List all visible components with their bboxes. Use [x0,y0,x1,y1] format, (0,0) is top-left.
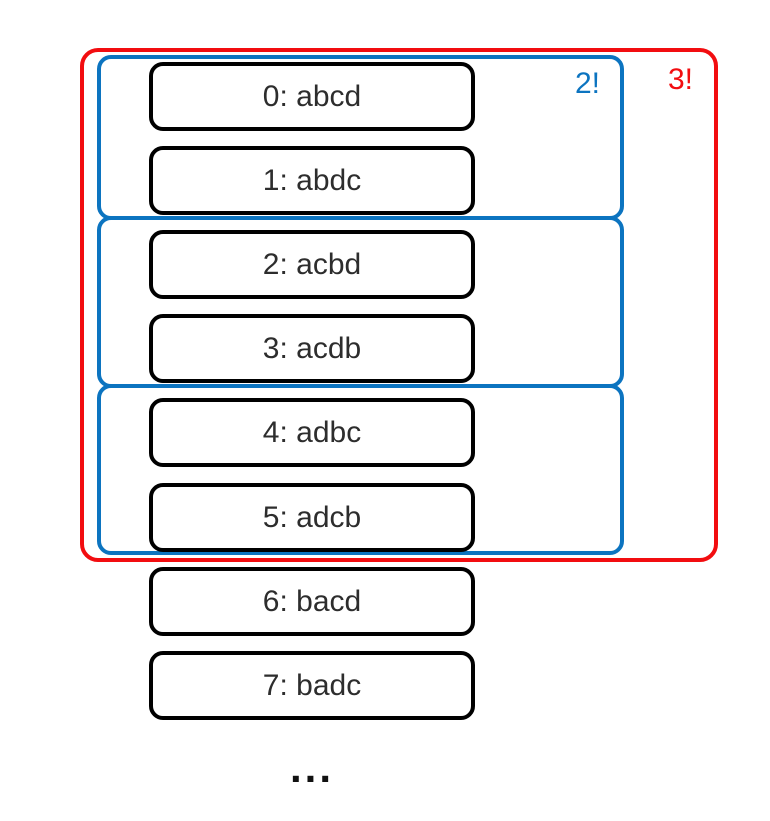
permutation-box-0: 0: abcd [149,62,475,131]
permutation-box-7: 7: badc [149,651,475,720]
permutation-box-4: 4: adbc [149,398,475,467]
permutation-box-5: 5: adcb [149,483,475,552]
more-permutations-ellipsis: ... [289,744,334,791]
outer-group-label: 3! [667,63,693,96]
inner-group-label: 2! [574,67,600,100]
permutation-box-3: 3: acdb [149,314,475,383]
inner-group-3 [97,384,624,555]
permutation-box-2: 2: acbd [149,230,475,299]
permutation-box-1: 1: abdc [149,146,475,215]
outer-group-3-factorial: 3! [80,48,718,562]
permutation-box-6: 6: bacd [149,567,475,636]
